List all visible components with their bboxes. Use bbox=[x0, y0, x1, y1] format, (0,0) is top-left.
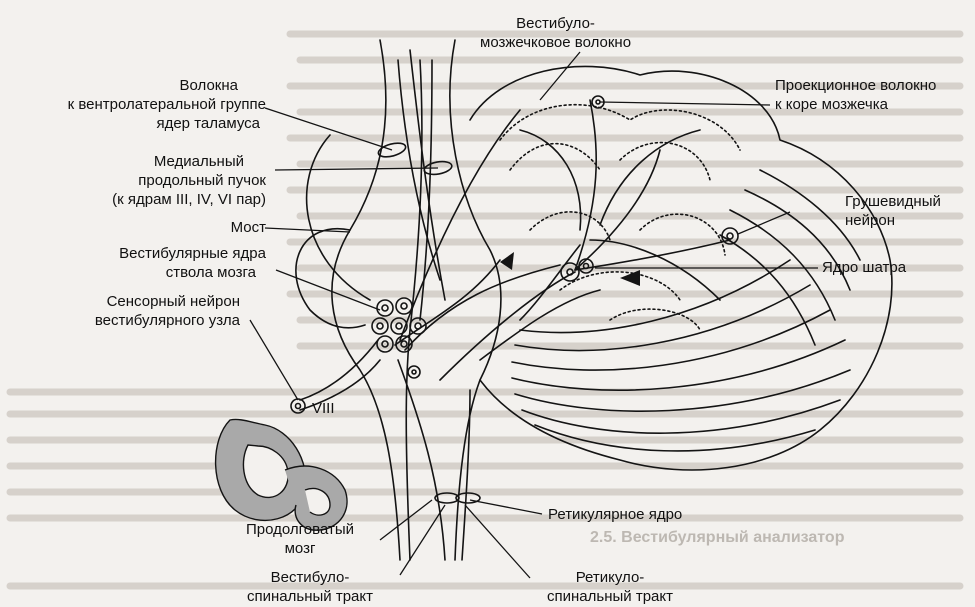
label-medial-longitudinal-fasciculus: Медиальный продольный пучок (к ядрам III… bbox=[40, 152, 266, 209]
label-vestibulo-cerebellar-fiber: Вестибуло- мозжечковое волокно bbox=[480, 14, 631, 52]
label-sensory-neuron: Сенсорный нейрон вестибулярного узла bbox=[40, 292, 240, 330]
label-projection-fiber: Проекционное волокно к коре мозжечка bbox=[775, 76, 936, 114]
label-nerve-viii: VIII bbox=[312, 399, 335, 418]
vestibular-nuclei-cluster bbox=[372, 298, 426, 352]
pons-contour bbox=[307, 135, 370, 300]
label-thalamus-fibers: Волокна к вентролатеральной группе ядер … bbox=[40, 76, 266, 133]
brainstem-right-edge bbox=[450, 40, 501, 560]
brainstem-left-edge bbox=[332, 40, 400, 560]
vestibular-ganglion-cell bbox=[291, 399, 305, 413]
label-pons: Мост bbox=[40, 218, 266, 237]
label-purkinje-neuron: Грушевидный нейрон bbox=[845, 192, 941, 230]
label-reticular-nucleus: Ретикулярное ядро bbox=[548, 505, 682, 524]
label-reticulospinal-tract: Ретикуло- спинальный тракт bbox=[520, 568, 700, 606]
pons-bulge bbox=[296, 229, 365, 328]
label-vestibulospinal-tract: Вестибуло- спинальный тракт bbox=[220, 568, 400, 606]
label-vestibular-nuclei: Вестибулярные ядра ствола мозга bbox=[40, 244, 266, 282]
reticular-cell bbox=[408, 366, 420, 378]
reticulospinal-tract bbox=[462, 390, 470, 560]
vestibulo-cerebellar-fiber bbox=[400, 110, 520, 340]
projection-fiber bbox=[575, 100, 596, 270]
label-fastigial-nucleus: Ядро шатра bbox=[822, 258, 906, 277]
vestibulospinal-tract bbox=[398, 360, 445, 560]
labyrinth bbox=[216, 419, 347, 530]
nerve-viii bbox=[300, 340, 378, 400]
section-heading: 2.5. Вестибулярный анализатор bbox=[590, 528, 844, 547]
label-medulla: Продолговатый мозг bbox=[220, 520, 380, 558]
